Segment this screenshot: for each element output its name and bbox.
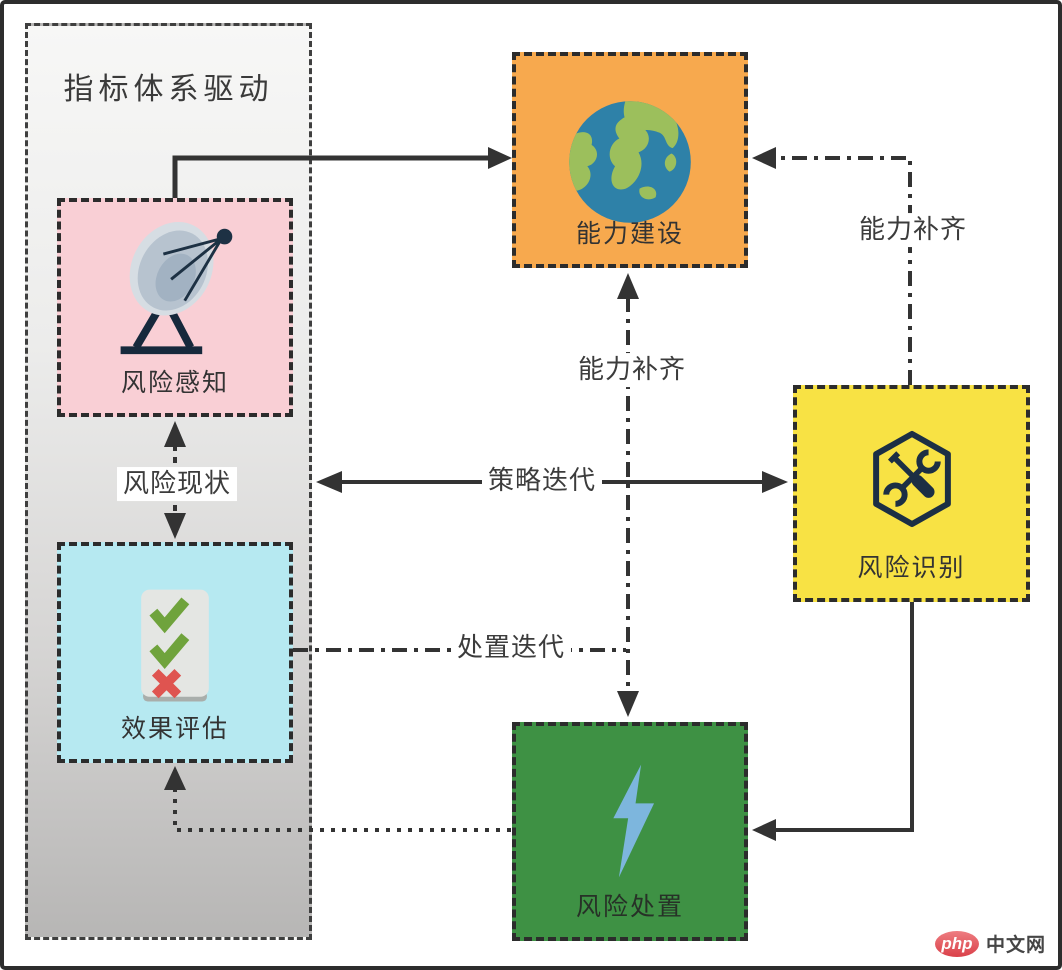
- arrowhead-right-into-identification: [762, 471, 788, 493]
- node-label: 效果评估: [120, 715, 229, 743]
- node-risk-perception: 风险感知: [57, 198, 293, 417]
- checklist-icon: [141, 589, 209, 702]
- arrowhead-left-into-capability: [752, 147, 776, 169]
- lightning-icon: [613, 764, 655, 878]
- node-capability-building: 能力建设: [512, 52, 748, 268]
- connector-disposal-to-evaluation: [173, 788, 511, 832]
- arrowhead-up-into-evaluation: [164, 766, 186, 790]
- globe-icon: [569, 101, 691, 223]
- satellite-dish-icon: [120, 221, 233, 355]
- php-logo-badge: php: [934, 930, 979, 957]
- arrowhead-up-into-perception: [164, 421, 186, 447]
- node-label: 风险感知: [120, 369, 229, 397]
- arrowhead-down-into-disposal: [617, 691, 639, 717]
- connector-perception-to-capability: [172, 155, 490, 198]
- connector-identification-to-capability: [774, 156, 912, 385]
- node-label: 风险识别: [857, 554, 966, 582]
- edge-label-disposal-iteration: 处置迭代: [450, 631, 572, 665]
- node-risk-disposal: 风险处置: [512, 722, 748, 941]
- node-effect-evaluation: 效果评估: [57, 542, 293, 763]
- node-risk-identification: 风险识别: [793, 385, 1030, 602]
- edge-label-capability-completion-right: 能力补齐: [852, 213, 974, 247]
- watermark-site-text: 中文网: [985, 935, 1046, 956]
- panel-title: 指标体系驱动: [63, 73, 274, 106]
- arrowhead-left-into-panel: [316, 471, 342, 493]
- arrowhead-down-into-evaluation: [164, 513, 186, 539]
- arrowhead-right-into-capability: [488, 147, 512, 169]
- node-label: 风险处置: [575, 893, 684, 921]
- arrowhead-left-into-disposal: [752, 819, 776, 841]
- arrowhead-up-into-capability: [617, 273, 639, 299]
- edge-label-risk-status: 风险现状: [116, 467, 238, 501]
- node-label: 能力建设: [575, 220, 684, 248]
- watermark: php 中文网: [934, 930, 1046, 957]
- edge-label-strategy-iteration: 策略迭代: [481, 464, 603, 498]
- edge-label-capability-completion-center: 能力补齐: [571, 353, 693, 387]
- tools-hexagon-icon: [872, 430, 951, 528]
- connector-identification-to-disposal: [774, 602, 914, 832]
